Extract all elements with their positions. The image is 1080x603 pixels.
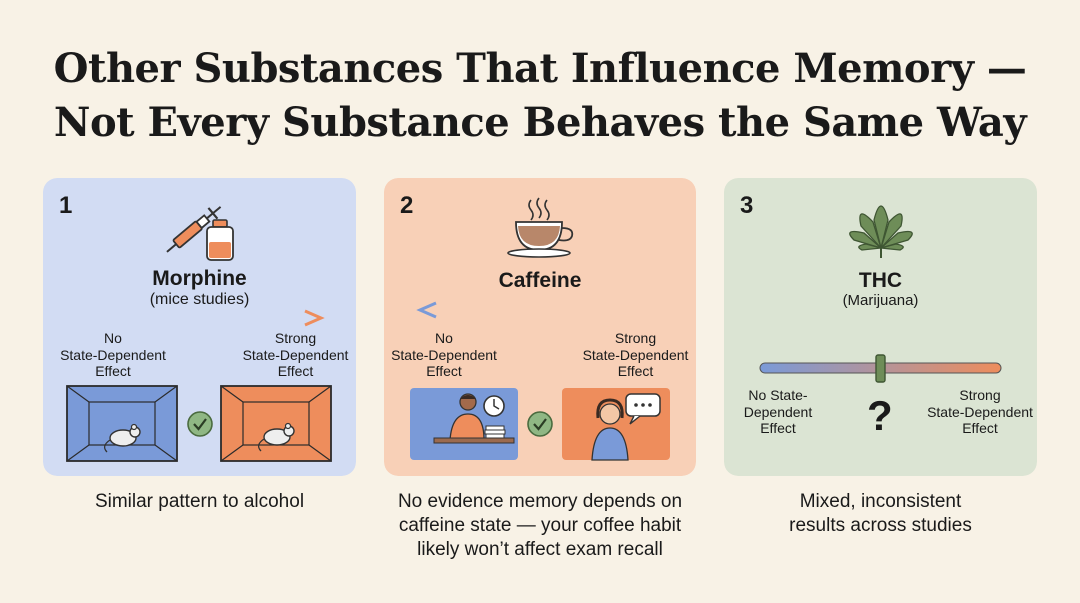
coffee-cup-icon	[507, 197, 574, 258]
check-icon	[527, 411, 553, 437]
card-morphine-graphics	[43, 178, 356, 476]
substance-subtitle: (Marijuana)	[842, 292, 919, 309]
substance-name: Morphine	[152, 267, 247, 290]
card-thc-background	[724, 178, 1037, 476]
card-number: 3	[740, 192, 754, 219]
caption-thc: Mixed, inconsistent results across studi…	[789, 491, 972, 536]
syringe-icon	[166, 206, 222, 253]
title-line-2: Not Every Substance Behaves the Same Way	[53, 99, 1027, 146]
speech-bubble-icon	[625, 393, 661, 425]
check-icon	[187, 411, 213, 437]
mouse-icon	[103, 423, 141, 453]
substance-name: THC	[858, 269, 903, 292]
effect-arrow-left	[416, 301, 668, 319]
scale-marker	[875, 354, 886, 383]
mouse-icon	[257, 422, 295, 452]
cannabis-leaf-icon	[849, 205, 913, 258]
effect-arrow-right	[73, 309, 325, 327]
card-caffeine-graphics	[384, 178, 696, 476]
card-number: 1	[59, 192, 73, 219]
substance-subtitle: (mice studies)	[149, 291, 250, 308]
test-chamber-orange	[220, 385, 332, 462]
card-number: 2	[400, 192, 414, 219]
clock-icon	[483, 395, 505, 417]
page-title: Other Substances That Influence Memory —…	[0, 42, 1080, 150]
caption-caffeine: No evidence memory depends on caffeine s…	[397, 491, 683, 560]
substance-name: Caffeine	[498, 269, 582, 292]
vial-icon	[206, 219, 234, 261]
card-thc-graphics	[724, 178, 1037, 476]
unknown-question-mark: ?	[867, 392, 893, 439]
test-chamber-blue	[66, 385, 178, 462]
title-line-1: Other Substances That Influence Memory —	[53, 45, 1027, 92]
caption-morphine: Similar pattern to alcohol	[94, 491, 305, 512]
